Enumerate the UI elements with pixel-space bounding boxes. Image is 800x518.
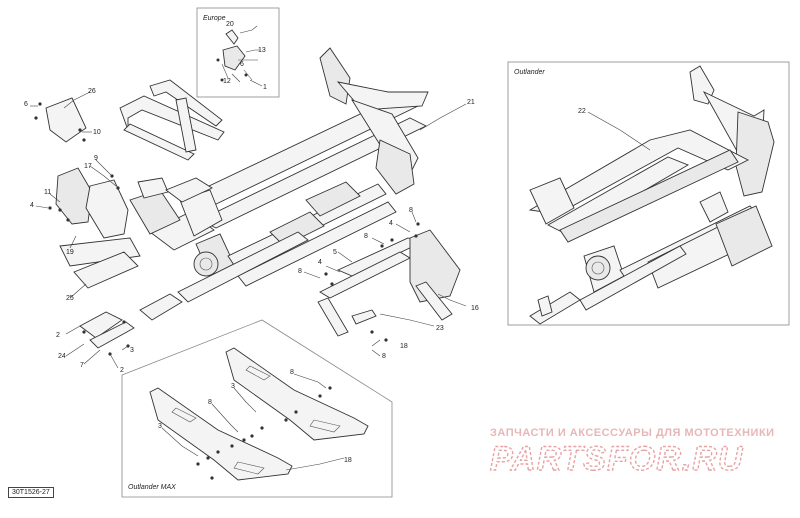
callout-5: 5 bbox=[333, 249, 337, 256]
callout-8-c: 8 bbox=[409, 207, 413, 214]
callout-8-max-b: 8 bbox=[208, 399, 212, 406]
document-id: 30T1526-27 bbox=[8, 487, 54, 498]
outlander-inset-label: Outlander bbox=[514, 69, 545, 76]
callouts: 20 13 6 12 1 21 22 26 6 10 9 17 11 4 19 … bbox=[24, 21, 586, 464]
callout-21: 21 bbox=[467, 99, 475, 106]
watermark: ЗАПЧАСТИ И АКСЕССУАРЫ ДЛЯ МОТОТЕХНИКИ PA… bbox=[489, 427, 775, 479]
callout-4-right: 4 bbox=[389, 220, 393, 227]
callout-1: 1 bbox=[263, 84, 267, 91]
callout-10: 10 bbox=[93, 129, 101, 136]
callout-3-max-a: 3 bbox=[231, 383, 235, 390]
callout-25: 25 bbox=[66, 295, 74, 302]
watermark-tagline: ЗАПЧАСТИ И АКСЕССУАРЫ ДЛЯ МОТОТЕХНИКИ bbox=[490, 427, 775, 439]
callout-8-a: 8 bbox=[298, 268, 302, 275]
outlander-inset: Outlander bbox=[507, 61, 790, 326]
callout-3-left: 3 bbox=[130, 347, 134, 354]
callout-19: 19 bbox=[66, 249, 74, 256]
callout-16: 17 bbox=[84, 163, 92, 170]
watermark-logo: PARTSFOR.RU bbox=[490, 440, 744, 478]
callout-2-bottom: 2 bbox=[120, 367, 124, 374]
callout-8-b: 8 bbox=[364, 233, 368, 240]
callout-11: 11 bbox=[44, 189, 51, 196]
callout-12: 12 bbox=[223, 78, 231, 85]
callout-26: 26 bbox=[88, 88, 96, 95]
callout-6: 6 bbox=[24, 101, 28, 108]
outlander-max-inset: Outlander MAX bbox=[121, 319, 393, 498]
callout-15: 16 bbox=[471, 305, 479, 312]
callout-18: 18 bbox=[400, 343, 408, 350]
callout-22: 22 bbox=[578, 108, 586, 115]
main-frame-assembly bbox=[30, 47, 467, 369]
callout-17: 18 bbox=[344, 457, 352, 464]
callout-2-left: 2 bbox=[56, 332, 60, 339]
callout-8-d: 8 bbox=[382, 353, 386, 360]
callout-23: 24 bbox=[58, 353, 66, 360]
europe-inset-label: Europe bbox=[203, 15, 226, 22]
callout-7: 7 bbox=[80, 362, 84, 369]
callout-20: 20 bbox=[226, 21, 234, 28]
callout-13: 13 bbox=[258, 47, 266, 54]
callout-9: 9 bbox=[94, 155, 98, 162]
outlander-max-inset-label: Outlander MAX bbox=[128, 484, 176, 491]
callout-4-left: 4 bbox=[30, 202, 34, 209]
callout-24: 23 bbox=[436, 325, 444, 332]
callout-6-europe: 6 bbox=[240, 61, 244, 68]
callout-8-max-a: 8 bbox=[290, 369, 294, 376]
callout-3-max-b: 3 bbox=[158, 423, 162, 430]
callout-4-mid: 4 bbox=[318, 259, 322, 266]
europe-inset: Europe bbox=[196, 7, 280, 98]
